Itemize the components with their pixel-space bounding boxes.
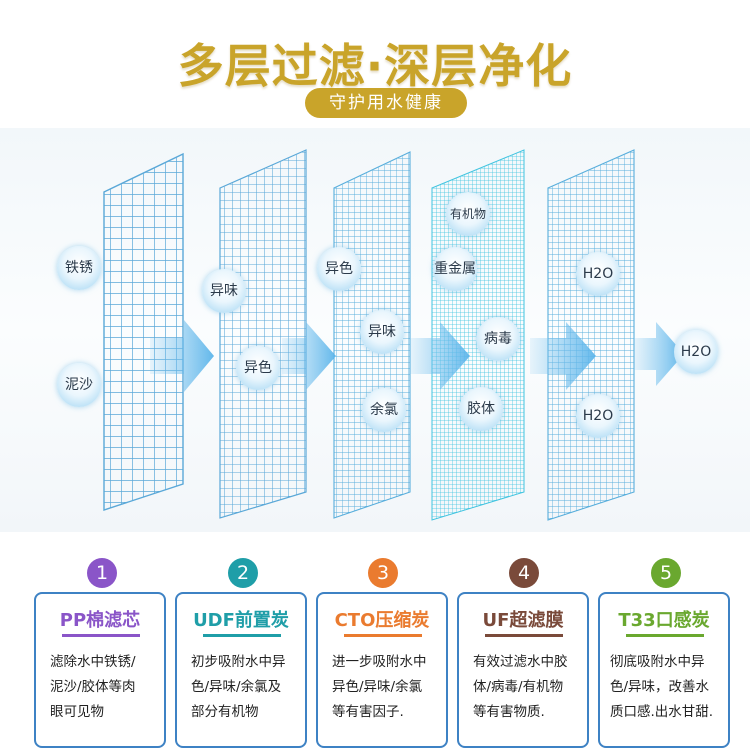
description-line: 色/异味，改善水 — [610, 679, 710, 695]
contaminant-bubble: 异味 — [360, 310, 404, 354]
page-title: 多层过滤·深层净化 — [177, 39, 573, 93]
stage-number-1: 1 — [87, 558, 117, 588]
description-line: 有效过滤水中胶 — [473, 654, 568, 670]
flow-arrow-2 — [282, 322, 336, 390]
stage-description: 初步吸附水中异 色/异味/余氯及 部分有机物 — [191, 650, 299, 725]
water-bubble: H2O — [576, 252, 620, 296]
description-line: 进一步吸附水中 — [332, 654, 427, 670]
stage-card-t33: T33口感炭 彻底吸附水中异 色/异味，改善水 质口感.出水甘甜. — [598, 592, 730, 748]
flow-arrow-5 — [634, 322, 684, 386]
filter-layer-2 — [219, 149, 307, 519]
output-water-bubble: H2O — [674, 330, 718, 374]
contaminant-bubble: 泥沙 — [57, 363, 101, 407]
stage-card-cto: CTO压缩炭 进一步吸附水中 异色/异味/余氯 等有害因子. — [316, 592, 448, 748]
stage-card-uf: UF超滤膜 有效过滤水中胶 体/病毒/有机物 等有害物质. — [457, 592, 589, 748]
description-line: 色/异味/余氯及 — [191, 679, 282, 695]
subtitle-badge: 守护用水健康 — [305, 88, 467, 118]
stage-title: UF超滤膜 — [482, 610, 564, 631]
description-line: 初步吸附水中异 — [191, 654, 286, 670]
flow-arrow-4 — [530, 322, 596, 390]
description-line: 等有害物质. — [473, 704, 545, 720]
contaminant-bubble: 病毒 — [476, 317, 520, 361]
contaminant-bubble: 异色 — [317, 247, 361, 291]
description-line: 眼可见物 — [50, 704, 104, 720]
filter-layer-1 — [103, 152, 184, 511]
contaminant-bubble: 异味 — [202, 269, 246, 313]
description-line: 泥沙/胶体等肉 — [50, 679, 136, 695]
divider — [626, 634, 704, 637]
stage-card-udf: UDF前置炭 初步吸附水中异 色/异味/余氯及 部分有机物 — [175, 592, 307, 748]
divider — [344, 634, 422, 637]
water-bubble: H2O — [576, 394, 620, 438]
stage-description: 有效过滤水中胶 体/病毒/有机物 等有害物质. — [473, 650, 581, 725]
filter-layer-5 — [547, 149, 635, 521]
description-line: 部分有机物 — [191, 704, 259, 720]
stage-title: PP棉滤芯 — [59, 610, 141, 631]
description-line: 彻底吸附水中异 — [610, 654, 705, 670]
flow-arrow-1 — [150, 320, 214, 392]
stage-title: T33口感炭 — [618, 610, 710, 631]
contaminant-bubble: 余氯 — [362, 388, 406, 432]
description-line: 异色/异味/余氯 — [332, 679, 423, 695]
description-line: 体/病毒/有机物 — [473, 679, 564, 695]
stage-number-3: 3 — [368, 558, 398, 588]
stage-card-pp: PP棉滤芯 滤除水中铁锈/ 泥沙/胶体等肉 眼可见物 — [34, 592, 166, 748]
contaminant-bubble: 铁锈 — [57, 246, 101, 290]
stage-number-5: 5 — [651, 558, 681, 588]
stage-title: CTO压缩炭 — [334, 610, 430, 631]
contaminant-bubble: 胶体 — [459, 387, 503, 431]
divider — [62, 634, 140, 637]
description-line: 质口感.出水甘甜. — [610, 704, 714, 720]
contaminant-bubble: 异色 — [236, 346, 280, 390]
divider — [203, 634, 281, 637]
stage-description: 进一步吸附水中 异色/异味/余氯 等有害因子. — [332, 650, 440, 725]
description-line: 等有害因子. — [332, 704, 404, 720]
stage-description: 彻底吸附水中异 色/异味，改善水 质口感.出水甘甜. — [610, 650, 722, 725]
contaminant-bubble: 重金属 — [433, 247, 477, 291]
stage-title: UDF前置炭 — [193, 610, 289, 631]
stage-number-2: 2 — [228, 558, 258, 588]
flow-arrow-3 — [410, 322, 470, 390]
divider — [485, 634, 563, 637]
description-line: 滤除水中铁锈/ — [50, 654, 136, 670]
contaminant-bubble: 有机物 — [446, 192, 490, 236]
stage-description: 滤除水中铁锈/ 泥沙/胶体等肉 眼可见物 — [50, 650, 158, 725]
stage-number-4: 4 — [509, 558, 539, 588]
